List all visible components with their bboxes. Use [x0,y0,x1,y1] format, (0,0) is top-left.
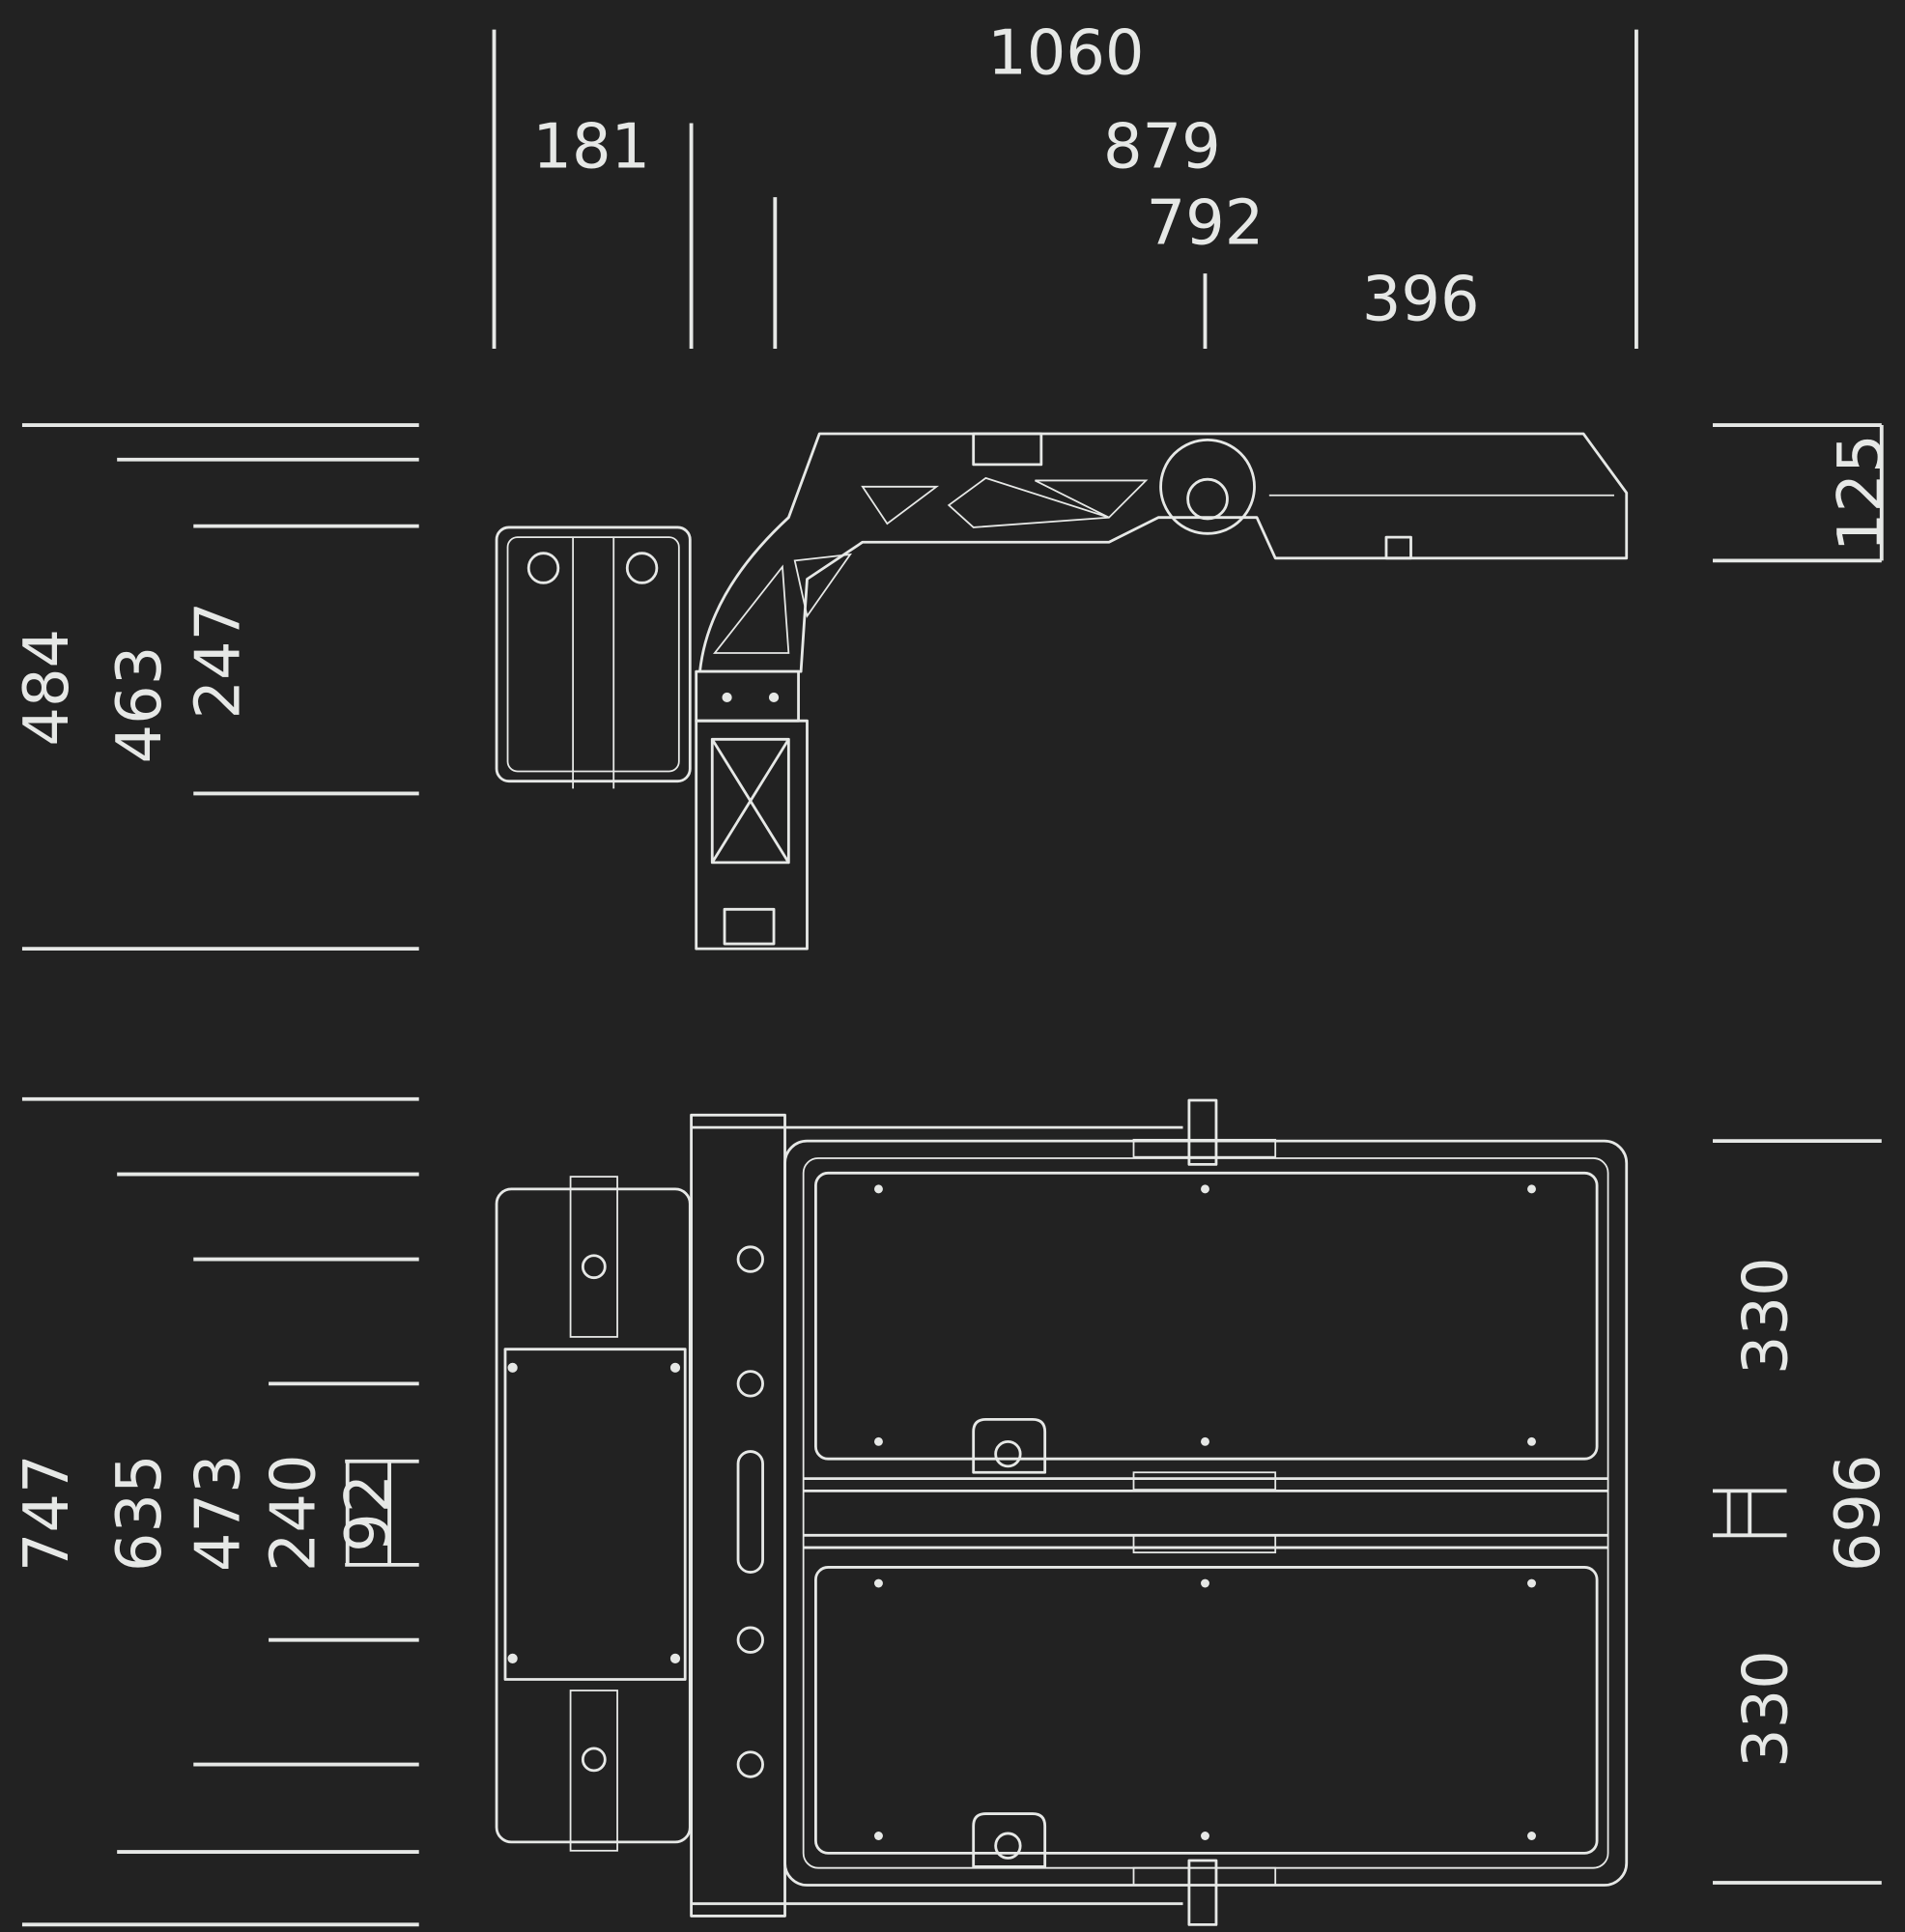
plan-right-dimension-lines [1713,1139,1882,1885]
side-view-drawing [495,432,1629,951]
dim-181: 181 [532,111,650,183]
plan-left-dimension-lines [21,1096,419,1927]
dim-330-upper: 330 [1731,1257,1803,1375]
dim-247: 247 [183,602,254,720]
dim-473: 473 [183,1454,254,1572]
dim-396: 396 [1362,265,1480,336]
dim-463: 463 [104,646,176,764]
dim-696: 696 [1823,1454,1894,1572]
dim-747: 747 [12,1454,83,1572]
dim-240: 240 [258,1454,329,1572]
top-dimension-lines [492,29,1638,349]
dim-792: 792 [1147,188,1265,260]
dim-125: 125 [1826,434,1897,552]
plan-view-drawing [495,1098,1629,1926]
dim-1060: 1060 [987,18,1144,90]
dim-879: 879 [1103,111,1221,183]
dim-330-lower: 330 [1731,1650,1803,1768]
dim-484: 484 [12,629,83,747]
side-left-dimension-lines [21,423,419,952]
dim-92: 92 [333,1474,405,1552]
dim-635: 635 [104,1454,176,1572]
side-right-dimension-lines [1713,423,1884,563]
